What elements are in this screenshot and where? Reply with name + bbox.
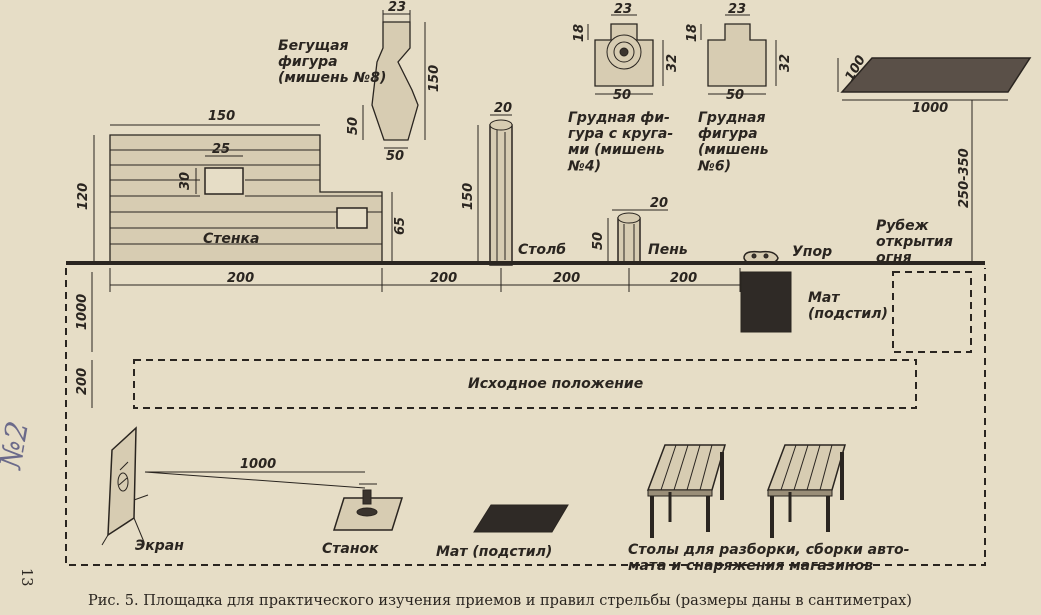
label-line: Рубеж [876,218,930,234]
label-mat: Мат(подстил) [808,290,888,322]
mat-square [740,271,792,333]
screen [101,426,149,546]
dim-t6-top: 23 [728,2,746,17]
figure-caption: Рис. 5. Площадка для практического изуче… [88,593,912,609]
start-position-box [133,359,917,409]
label-screen: Экран [135,538,184,554]
dim-gap2: 200 [430,271,457,286]
firing-position-box [892,271,972,353]
zone-outline [65,268,986,566]
label-line: Грудная фи- [568,110,670,126]
label-line: (подстил) [808,306,888,322]
label-stand: Станок [322,541,379,557]
dim-gap3: 200 [553,271,580,286]
dim-t6-side: 18 [685,24,700,42]
post [477,114,513,266]
page-number: 13 [18,568,34,586]
dim-t6-bottom: 50 [726,88,744,103]
dim-t4-bottom: 50 [613,88,631,103]
dim-wall-width: 150 [208,109,235,124]
dim-t4-top: 23 [614,2,632,17]
dim-t4-side: 18 [572,24,587,42]
stand [332,483,404,531]
dim-t8-bottom: 50 [386,149,404,164]
label-rest: Упор [792,244,832,260]
plate-top-right [837,57,1032,101]
dim-zone-depth: 1000 [75,294,90,330]
label-line: Бегущая [278,38,349,54]
label-line: (мишень №8) [278,70,386,86]
handwritten-mark: №2 [0,419,36,474]
target-chest [700,14,777,95]
dim-t4-height: 32 [665,54,680,72]
target-chest-circles [587,14,664,95]
label-mat2: Мат (подстил) [436,544,552,560]
dim-window-h: 30 [178,172,193,190]
label-line: №4) [567,158,601,174]
label-wall: Стенка [203,231,260,247]
label-line: гура с круга- [568,126,673,142]
label-line: фигура [278,54,338,70]
label-line: открытия [876,234,953,250]
dim-t8-top: 23 [388,0,406,15]
dim-stump-d: 20 [650,196,668,211]
dim-screen-dist: 1000 [240,457,276,472]
label-stump: Пень [648,242,688,258]
table-1 [646,444,726,538]
label-post: Столб [518,242,566,258]
label-line: Мат [808,290,840,306]
dim-wall-height: 120 [76,183,91,210]
dim-plate-len: 1000 [912,101,948,116]
label-line: №6) [697,158,731,174]
dim-t8-lower: 50 [346,117,361,135]
label-line: фигура [698,126,758,142]
dim-post-h: 150 [461,183,476,210]
distance-dimension-line [109,268,741,292]
dim-firing-dist: 250-350 [957,148,972,208]
dim-window-w: 25 [212,142,230,157]
mat-flat [473,504,569,533]
dim-post-d: 20 [494,101,512,116]
dim-t8-height: 150 [427,65,442,92]
label-line: ми (мишень [568,142,665,158]
label-line: Грудная [698,110,765,126]
label-tables: Столы для разборки, сборки авто-мата и с… [628,542,910,574]
dim-stump-h: 50 [591,232,606,250]
dim-start-depth: 200 [75,368,90,395]
wall [93,124,393,263]
label-line: Столы для разборки, сборки авто- [628,542,910,558]
dim-gap1: 200 [227,271,254,286]
stump [607,209,668,265]
table-2 [766,444,846,538]
label-line: (мишень [698,142,769,158]
rest [743,250,779,265]
dim-t6-height: 32 [778,54,793,72]
target-running-figure [362,10,426,149]
label-start-position: Исходное положение [468,376,643,392]
label-line: мата и снаряжения магазинов [628,558,873,574]
dim-gap4: 200 [670,271,697,286]
dim-wall-low: 65 [393,217,408,235]
